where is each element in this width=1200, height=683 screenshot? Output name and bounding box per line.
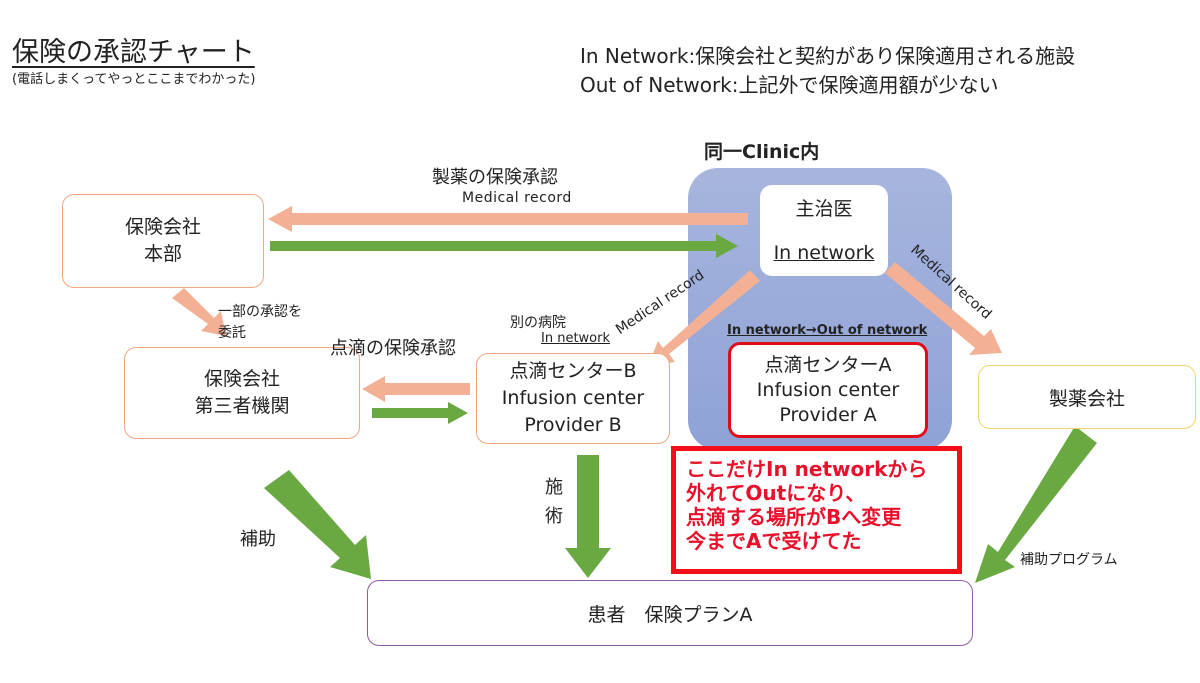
page-subtitle: (電話しまくってやっとここまでわかった) [12, 72, 256, 87]
legend-in-network: In Network:保険会社と契約があり保険適用される施設 [580, 44, 1076, 68]
arrow-doctor-to-pharma [885, 262, 1002, 355]
primary-doctor-line1: 主治医 [795, 197, 853, 220]
provider-b-line2: Infusion center [501, 387, 645, 409]
provider-a-node: 点滴センターA Infusion center Provider A [728, 342, 928, 438]
medical-record-top-label: Medical record [462, 190, 572, 206]
note-line2: 外れてOutになり、 [686, 481, 866, 505]
clinic-group-label: 同一Clinic内 [704, 141, 820, 163]
insurance-hq-line2: 本部 [143, 243, 182, 265]
iv-approval-label: 点滴の保険承認 [330, 338, 456, 359]
insurance-hq-node: 保険会社 本部 [62, 194, 264, 288]
treatment-label-2: 術 [545, 506, 563, 527]
note-line4: 今までAで受けてた [686, 529, 862, 553]
insurance-hq-line1: 保険会社 [124, 216, 201, 238]
legend-out-of-network: Out of Network:上記外で保険適用額が少ない [580, 73, 999, 97]
third-party-line1: 保険会社 [203, 368, 280, 390]
arrow-third-party-to-patient [264, 470, 371, 579]
subsidy-program-label: 補助プログラム [1020, 552, 1118, 568]
drug-approval-label: 製薬の保険承認 [432, 167, 558, 188]
arrow-provider-b-to-patient [565, 455, 611, 578]
treatment-label-1: 施 [545, 477, 563, 498]
arrow-doctor-to-hq [268, 206, 748, 232]
subsidy-label: 補助 [240, 529, 276, 550]
provider-b-line1: 点滴センターB [509, 360, 637, 382]
provider-b-line3: Provider B [524, 414, 622, 436]
network-change-label: In network→Out of network [727, 323, 928, 338]
patient-node: 患者 保険プランA [367, 580, 973, 646]
network-change-note: ここだけIn networkから 外れてOutになり、 点滴する場所がBへ変更 … [671, 446, 962, 574]
arrow-provider-b-to-third-party [362, 376, 470, 402]
arrow-pharma-to-patient [975, 426, 1097, 583]
primary-doctor-network: In network [773, 241, 875, 264]
insurance-third-party-node: 保険会社 第三者機関 [124, 347, 360, 439]
partial-delegation-label-2: 委託 [218, 325, 246, 341]
page-title: 保険の承認チャート [12, 37, 255, 68]
provider-a-line3: Provider A [779, 403, 877, 426]
arrow-hq-to-third-party [172, 288, 226, 336]
note-line1: ここだけIn networkから [686, 457, 928, 481]
partial-delegation-label-1: 一部の承認を [218, 304, 302, 320]
primary-doctor-node: 主治医 In network [760, 185, 888, 276]
arrow-third-party-to-provider-b [372, 402, 468, 424]
arrow-hq-to-doctor [270, 234, 738, 258]
network-legend: In Network:保険会社と契約があり保険適用される施設 Out of Ne… [580, 42, 1075, 100]
provider-a-line2: Infusion center [756, 378, 900, 401]
third-party-line2: 第三者機関 [194, 395, 290, 417]
other-hospital-label: 別の病院 [510, 315, 566, 331]
pharma-company-node: 製薬会社 [978, 365, 1196, 429]
provider-b-node: 点滴センターB Infusion center Provider B [476, 353, 670, 444]
other-hospital-network-label: In network [541, 331, 610, 346]
arrow-doctor-to-provider-b [648, 270, 760, 366]
note-line3: 点滴する場所がBへ変更 [686, 505, 902, 529]
provider-a-line1: 点滴センターA [764, 353, 892, 376]
